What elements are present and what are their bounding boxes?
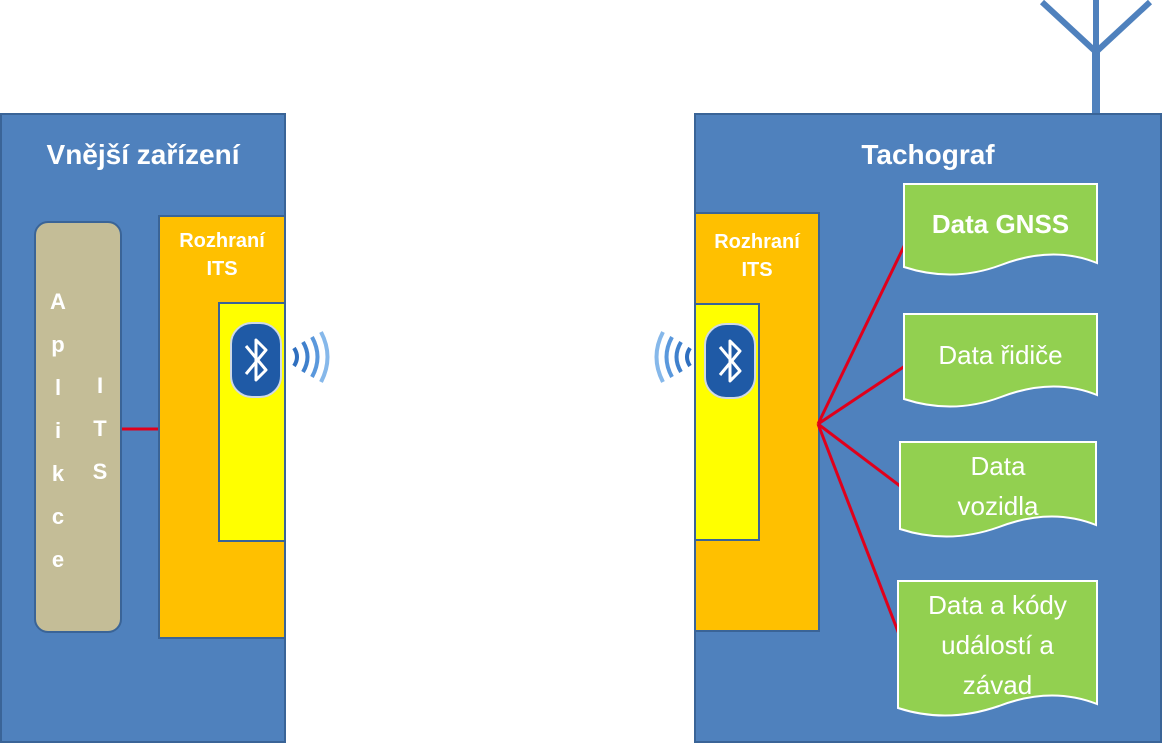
data-driver-box: Data řidiče	[903, 313, 1098, 411]
data-events-box: Data a kódy událostí a závad	[897, 580, 1098, 722]
bluetooth-icon	[718, 339, 742, 383]
external-device-title: Vnější zařízení	[46, 139, 240, 170]
app-interface-connector	[118, 427, 162, 431]
data-gnss-label: Data GNSS	[931, 209, 1070, 239]
data-events-label: Data a kódy událostí a závad	[928, 590, 1067, 700]
app-letter: p	[51, 332, 65, 357]
app-letter: l	[54, 375, 62, 400]
data-driver-label: Data řidiče	[938, 340, 1063, 370]
connector-events	[816, 423, 904, 643]
tachograph-title: Tachograf	[861, 139, 995, 170]
tachograph-bluetooth-badge	[704, 323, 756, 399]
data-connectors	[816, 237, 910, 643]
app-letter: e	[51, 547, 65, 572]
app-letter: I	[96, 373, 104, 398]
connector-gnss	[816, 237, 910, 425]
data-gnss-box: Data GNSS	[903, 183, 1098, 279]
connector-driver	[817, 362, 909, 426]
tachograph-bluetooth-module	[694, 303, 760, 541]
bluetooth-icon	[244, 338, 268, 382]
app-letter: S	[92, 459, 108, 484]
antenna-icon	[1039, 0, 1153, 116]
external-interface-label: Rozhraní ITS	[179, 230, 265, 280]
data-vehicle-label: Data vozidla	[957, 451, 1039, 521]
tachograph-interface-label: Rozhraní ITS	[714, 231, 800, 281]
external-bluetooth-badge	[230, 322, 282, 398]
app-letter: k	[51, 461, 65, 486]
app-letter: A	[50, 289, 66, 314]
app-letter: T	[93, 416, 107, 441]
data-vehicle-box: Data vozidla	[899, 441, 1097, 541]
connector-vehicle	[817, 422, 909, 494]
wireless-signal-icon	[292, 331, 330, 383]
app-letter: i	[54, 418, 62, 443]
app-letter: c	[51, 504, 65, 529]
wireless-signal-icon	[654, 331, 692, 383]
external-bluetooth-module	[218, 302, 286, 542]
